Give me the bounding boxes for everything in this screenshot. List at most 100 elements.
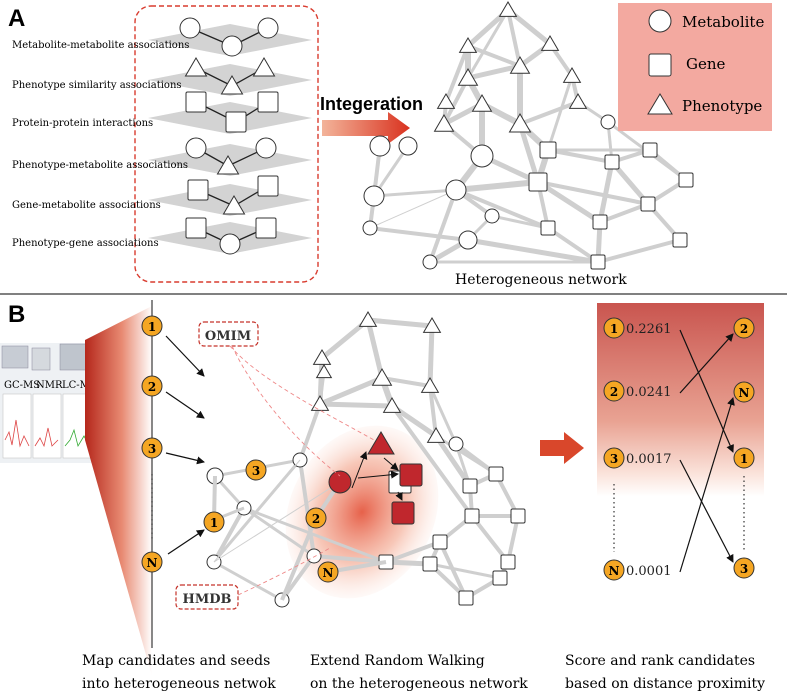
layer-node (221, 35, 243, 57)
layers-dashed-box (134, 5, 319, 283)
network-node (432, 534, 448, 550)
candidate-node-circle (733, 317, 755, 339)
legend-gene: Gene (686, 55, 726, 73)
candidate-node-label: 2 (740, 322, 748, 336)
candidate-node-label: N (323, 566, 334, 580)
network-edge (535, 179, 603, 225)
network-edge (428, 384, 458, 446)
network-edge (428, 562, 502, 580)
layer-node (255, 137, 277, 159)
map-arrow-n (167, 529, 205, 555)
layer-node (185, 91, 207, 113)
network-edge (546, 148, 614, 164)
layer-3: Protein-protein interactions (12, 91, 312, 134)
candidate-node-circle (141, 437, 163, 459)
network-node (568, 93, 588, 109)
hmdb-label: HMDB (183, 592, 232, 607)
network-edge (546, 226, 600, 264)
legend: Metabolite Gene Phenotype (618, 3, 772, 131)
network-node (312, 349, 332, 365)
network-node (498, 1, 518, 17)
network-edge (465, 237, 601, 265)
network-node (464, 508, 480, 524)
network-node (528, 172, 548, 192)
candidate-node-circle (603, 380, 625, 402)
candidate-node-label: 1 (210, 516, 218, 530)
network-node (462, 478, 478, 494)
network-node (592, 214, 608, 230)
network-edge (213, 459, 301, 563)
score-node: 2 (603, 380, 625, 402)
hmdb-link (237, 547, 331, 596)
ranked-item-1: 1 (733, 447, 755, 469)
map-caption-line1: Map candidates and seeds (82, 653, 270, 669)
network-node (457, 68, 479, 86)
network-edge (506, 514, 520, 564)
panel-a-label: A (8, 5, 25, 32)
network-node (642, 142, 658, 158)
network-edge (518, 100, 580, 126)
network-edge (465, 63, 523, 81)
map-arrow-1 (165, 335, 205, 377)
candidate-node-circle (141, 315, 163, 337)
candidate-wedge (85, 306, 152, 676)
layer-5: Gene-metabolite associations (12, 175, 312, 216)
candidate-item-1: 1 (141, 315, 163, 337)
map-caption-line2: into heterogeneous netwok (82, 676, 276, 692)
network-edge (434, 434, 498, 476)
omim-box (198, 321, 259, 347)
layer-1: Metabolite-metabolite associations (12, 17, 312, 57)
candidate-node-circle (733, 557, 755, 579)
ranked-item-3: 3 (733, 557, 755, 579)
network-node (420, 377, 440, 393)
ranked-item-2: 2 (733, 317, 755, 339)
network-edge (280, 517, 318, 601)
legend-phenotype: Phenotype (682, 97, 762, 115)
network-node (422, 254, 438, 270)
network-node (358, 311, 378, 327)
candidate-node-label: 3 (148, 442, 156, 456)
network-node (590, 254, 606, 270)
network-edge (466, 8, 510, 80)
network-node (422, 317, 442, 333)
network-edge (428, 384, 438, 438)
candidate-node-label: N (739, 386, 750, 400)
network-edge (466, 44, 522, 68)
network-node (640, 196, 656, 212)
layer-node (185, 217, 207, 239)
candidate-node-circle (141, 551, 163, 573)
network-edge (372, 188, 458, 198)
candidate-node-circle (603, 447, 625, 469)
omim-link-2 (231, 345, 341, 477)
network-edge (536, 180, 650, 206)
candidate-node-label: N (609, 564, 620, 578)
candidate-node-circle (203, 511, 225, 533)
network-edge (312, 554, 388, 564)
rank-caption-line2: based on distance proximity (565, 676, 765, 692)
instruments-image: GC-MS NMR LC-MS (0, 343, 97, 463)
layer-node (220, 75, 244, 95)
candidate-node-circle (317, 561, 339, 583)
layer-6: Phenotype-gene associations (12, 217, 312, 255)
network-node (562, 67, 582, 83)
network-edge (368, 226, 470, 242)
candidate-3-node: 3 (245, 459, 267, 481)
network-edge (380, 376, 432, 388)
instrument-label-nmr: NMR (36, 380, 63, 391)
network-edge (365, 317, 385, 381)
map-arrow-3 (165, 452, 205, 465)
network-node (672, 232, 688, 248)
layer-node (219, 233, 241, 255)
layer-node (187, 179, 209, 201)
seed-metabolite (328, 470, 352, 494)
network-node (371, 368, 393, 386)
network-edge (298, 402, 322, 462)
network-node (310, 395, 330, 411)
rank-arrow-2 (679, 333, 734, 394)
layer-node (179, 17, 201, 39)
instrument-label-lcms: LC-MS (62, 380, 97, 391)
